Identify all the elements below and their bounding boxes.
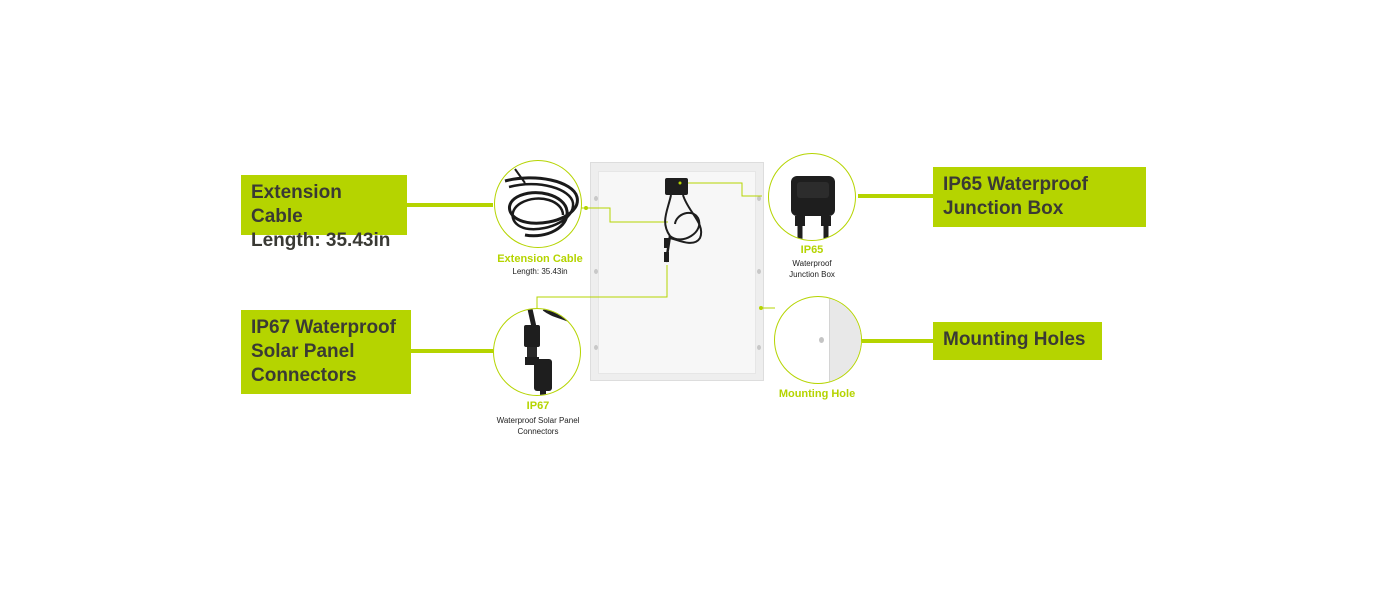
ip65-title: IP65	[800, 244, 824, 256]
solar-panel-surface	[598, 171, 756, 374]
callout-ip67-line3: Connectors	[251, 365, 357, 386]
mounting-hole-icon	[594, 196, 598, 201]
ip67-title: IP67	[526, 400, 550, 412]
leader-line-ip67	[536, 265, 668, 308]
callout-ip65: IP65 Waterproof Junction Box	[933, 167, 1146, 227]
mounting-hole-circle	[774, 296, 862, 384]
callout-mounting-holes: Mounting Holes	[933, 322, 1102, 360]
mounting-hole-icon	[757, 196, 761, 201]
mounting-hole-icon	[757, 345, 761, 350]
leader-dot-extension	[584, 206, 588, 210]
ip65-junction-box-icon	[791, 176, 835, 240]
ip67-subtitle-line1: Waterproof Solar Panel	[496, 416, 580, 425]
mounting-hole-icon	[757, 269, 761, 274]
junction-box-icon	[665, 178, 688, 195]
extension-cable-title: Extension Cable	[497, 253, 583, 265]
leader-line-extension	[580, 207, 668, 223]
callout-ip67: IP67 Waterproof Solar Panel Connectors	[241, 310, 411, 394]
ip65-subtitle-line1: Waterproof	[792, 259, 832, 268]
callout-extension-line1: Extension Cable	[251, 182, 342, 227]
callout-ip67-line1: IP67 Waterproof	[251, 317, 396, 338]
connector-bar-ip67	[411, 349, 493, 353]
connector-bar-ip65	[858, 194, 933, 198]
mounting-hole-closeup-icon	[819, 337, 824, 343]
callout-mounting-line1: Mounting Holes	[943, 329, 1086, 350]
ip65-junction-box-circle	[768, 153, 856, 241]
solar-panel-back	[590, 162, 764, 381]
ip65-subtitle-line2: Junction Box	[789, 270, 835, 279]
callout-ip67-line2: Solar Panel	[251, 341, 355, 362]
extension-cable-circle	[494, 160, 582, 248]
ip67-connectors-circle	[493, 308, 581, 396]
leader-dot-mounting	[759, 306, 763, 310]
mounting-hole-icon	[594, 269, 598, 274]
callout-ip65-line1: IP65 Waterproof	[943, 174, 1088, 195]
mounting-hole-title: Mounting Hole	[778, 388, 856, 400]
connector-bar-extension	[407, 203, 493, 207]
extension-cable-icon	[504, 168, 579, 238]
ip67-connector-icon	[524, 309, 580, 395]
panel-cable-icon	[664, 194, 701, 241]
mounting-hole-icon	[594, 345, 598, 350]
callout-ip65-line2: Junction Box	[943, 198, 1064, 219]
callout-extension-line2: Length: 35.43in	[251, 230, 391, 251]
leader-line-ip65	[688, 182, 762, 197]
mounting-frame-edge	[829, 297, 861, 383]
extension-cable-subtitle: Length: 35.43in	[512, 267, 568, 276]
ip67-subtitle-line2: Connectors	[517, 427, 559, 436]
connector-bar-mounting	[862, 339, 933, 343]
callout-extension-cable: Extension Cable Length: 35.43in	[241, 175, 407, 251]
